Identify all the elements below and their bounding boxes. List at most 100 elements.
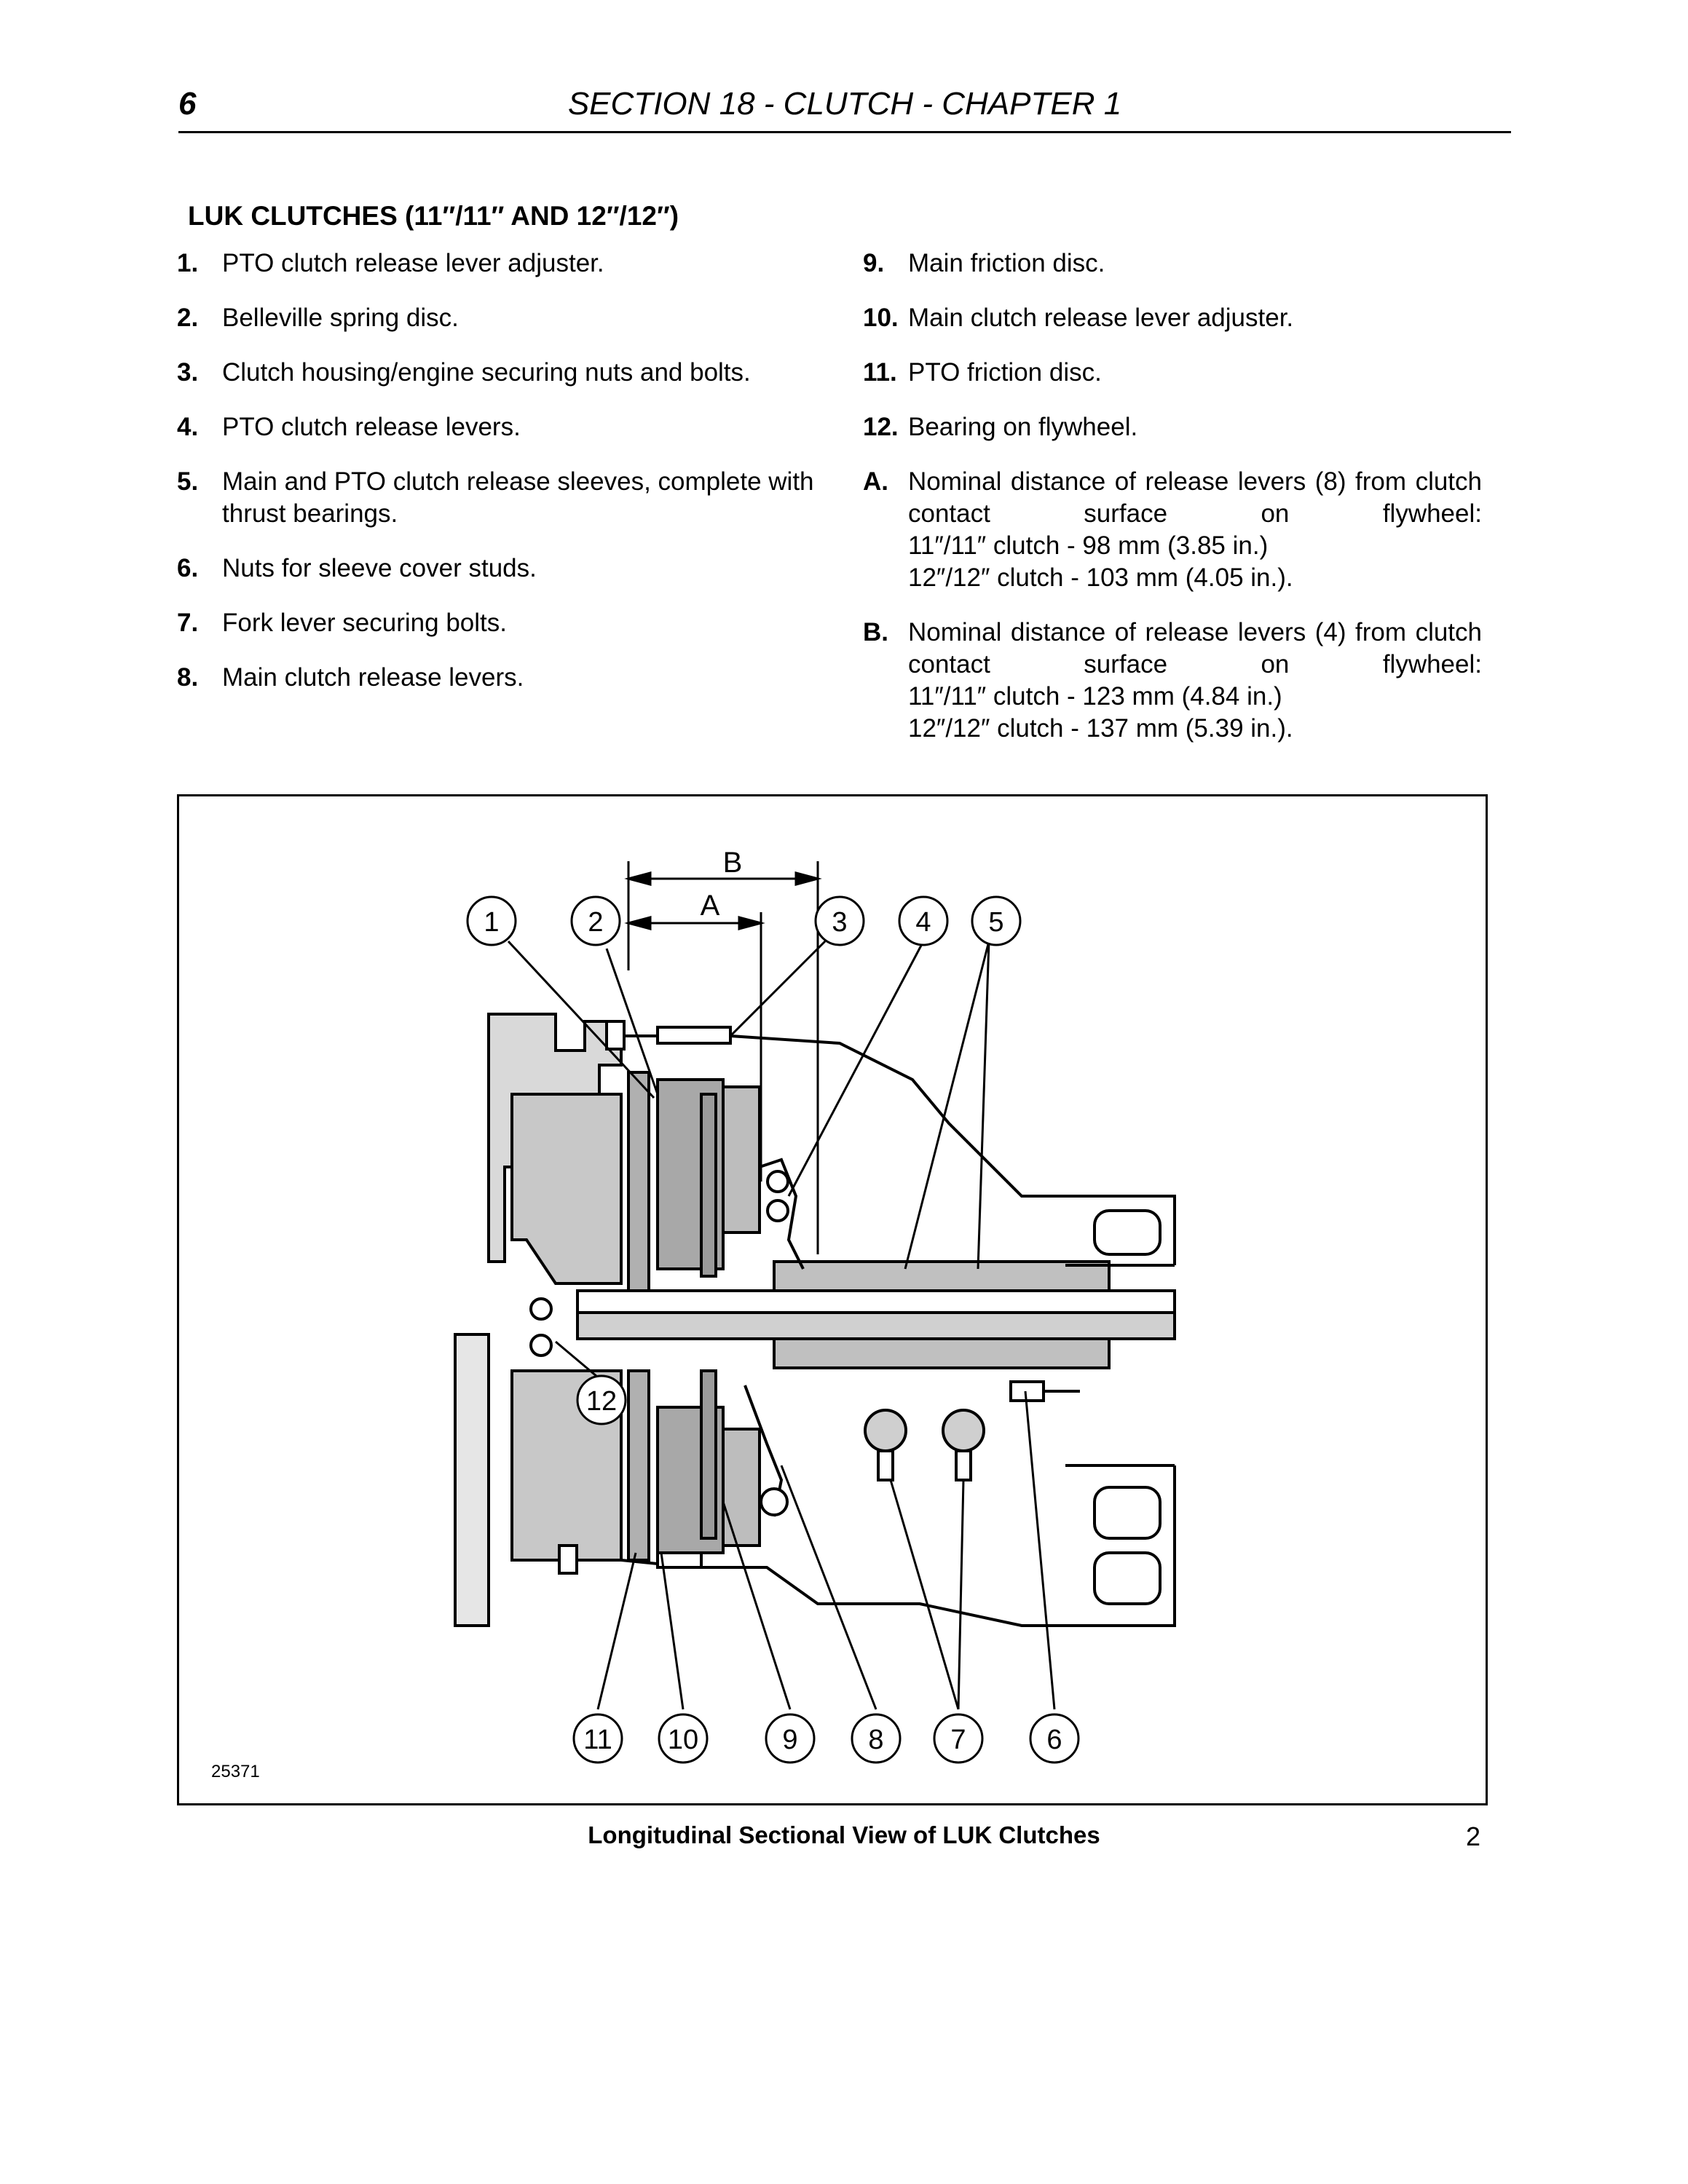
legend-item-text: Fork lever securing bolts.: [222, 609, 507, 637]
legend-item-text: Main and PTO clutch release sleeves, com…: [222, 467, 814, 528]
callout-label-9: 9: [782, 1725, 797, 1755]
housing-bolt: [656, 1026, 732, 1045]
legend-item: 11. PTO friction disc.: [863, 357, 1482, 389]
legend-item: 6. Nuts for sleeve cover studs.: [177, 553, 818, 585]
flywheel-bearing-upper: [529, 1297, 553, 1321]
legend-item-text: PTO friction disc.: [908, 358, 1102, 387]
figure-caption: Longitudinal Sectional View of LUK Clutc…: [588, 1821, 1100, 1848]
legend-item: 3. Clutch housing/engine securing nuts an…: [177, 357, 818, 389]
engine-face: [454, 1333, 490, 1627]
legend-item: 8. Main clutch release levers.: [177, 662, 818, 694]
legend-item: 2. Belleville spring disc.: [177, 302, 818, 334]
gearbox-window-2: [1093, 1486, 1162, 1540]
input-shaft-lower: [576, 1311, 1176, 1340]
legend-item-text: Belleville spring disc.: [222, 304, 459, 332]
legend-item-number: 12.: [863, 413, 899, 441]
legend-item-text: Nuts for sleeve cover studs.: [222, 554, 537, 582]
callout-11: [572, 1713, 623, 1764]
callout-12: [576, 1374, 627, 1425]
callout-label-12: 12: [586, 1386, 617, 1417]
page-number: 6: [178, 86, 197, 122]
release-sleeve: [773, 1260, 1111, 1292]
callout-3: [814, 895, 865, 946]
legend-item-number: 11.: [863, 358, 897, 387]
legend-item-text: Bearing on flywheel.: [908, 413, 1138, 441]
gearbox-window-3: [1093, 1551, 1162, 1605]
legend-item-text: PTO clutch release levers.: [222, 413, 521, 441]
callout-7: [933, 1713, 984, 1764]
legend-item-text: Nominal distance of release levers (8) f…: [908, 467, 1482, 528]
legend-item-text: Main clutch release levers.: [222, 663, 524, 692]
legend-item: 1. PTO clutch release lever adjuster.: [177, 248, 818, 280]
callout-9: [765, 1713, 816, 1764]
legend-item-number: 2.: [177, 304, 199, 332]
section-title: SECTION 18 - CLUTCH - CHAPTER 1: [567, 86, 1122, 122]
figure-id: 25371: [211, 1762, 260, 1781]
flywheel-upper: [510, 1093, 623, 1285]
figure-frame: B A: [177, 794, 1488, 1805]
callout-10: [658, 1713, 709, 1764]
callout-label-8: 8: [868, 1725, 883, 1755]
legend-item-number: 7.: [177, 609, 199, 637]
legend-item-number: 4.: [177, 413, 199, 441]
legend-item-spec: 11″/11″ clutch - 123 mm (4.84 in.): [908, 682, 1282, 711]
legend-item-text: Nominal distance of release levers (4) f…: [908, 618, 1482, 678]
gearbox-window-1: [1093, 1209, 1162, 1256]
callout-label-3: 3: [832, 907, 847, 938]
main-friction-disc-upper: [700, 1093, 717, 1278]
legend-item: 9. Main friction disc.: [863, 248, 1482, 280]
legend-item: 4. PTO clutch release levers.: [177, 411, 818, 443]
gearbox-housing: [1065, 1195, 1175, 1627]
legend-item-number: 3.: [177, 358, 199, 387]
release-sleeve-lower: [773, 1337, 1111, 1369]
callout-8: [851, 1713, 902, 1764]
legend-item: 12. Bearing on flywheel.: [863, 411, 1482, 443]
pto-release-lever: [759, 1158, 805, 1270]
callout-label-11: 11: [583, 1725, 612, 1755]
legend-item-spec: 11″/11″ clutch - 98 mm (3.85 in.): [908, 531, 1269, 560]
callout-label-10: 10: [668, 1725, 698, 1755]
legend-item-text: Clutch housing/engine securing nuts and …: [222, 358, 751, 387]
leader-lines: [507, 940, 1056, 1710]
legend-item-spec: 12″/12″ clutch - 137 mm (5.39 in.).: [908, 714, 1293, 743]
legend-item-number: 1.: [177, 249, 199, 277]
legend-item-text: Main friction disc.: [908, 249, 1105, 277]
legend-item: 5. Main and PTO clutch release sleeves, c…: [177, 466, 818, 530]
dimension-label-b: B: [723, 847, 743, 879]
callout-label-2: 2: [588, 907, 603, 938]
main-friction-disc-lower: [700, 1369, 717, 1540]
legend-item-number: 6.: [177, 554, 199, 582]
callout-circles: [466, 895, 1080, 1764]
sleeve-stud-nut: [1009, 1380, 1045, 1402]
fork-bolt-2: [942, 1409, 985, 1452]
clutch-section-diagram: B A: [454, 847, 1176, 1764]
legend-item-number: 5.: [177, 467, 199, 496]
list-heading: LUK CLUTCHES (11″/11″ AND 12″/12″): [188, 201, 679, 231]
callout-5: [971, 895, 1022, 946]
callout-4: [898, 895, 949, 946]
flywheel-bearing-lower: [529, 1334, 553, 1357]
clutch-cover-lower: [722, 1428, 761, 1547]
legend-item-number: A.: [863, 467, 888, 496]
callout-1: [466, 895, 517, 946]
legend-item: 10.Main clutch release lever adjuster.: [863, 302, 1482, 334]
fork-bolt-1: [864, 1409, 907, 1452]
flywheel-housing: [487, 1013, 623, 1263]
legend-item: 7. Fork lever securing bolts.: [177, 607, 818, 639]
legend-item-text: PTO clutch release lever adjuster.: [222, 249, 604, 277]
callout-label-1: 1: [484, 907, 499, 938]
legend-item-number: 9.: [863, 249, 885, 277]
legend-item: B.Nominal distance of release levers (4)…: [863, 617, 1482, 745]
dimension-label-a: A: [701, 890, 720, 922]
legend-item-number: 10.: [863, 304, 899, 332]
callout-6: [1029, 1713, 1080, 1764]
clutch-cover-upper: [722, 1085, 761, 1234]
page-header: 6 SECTION 18 - CLUTCH - CHAPTER 1: [178, 86, 1511, 130]
figure-number: 2: [1466, 1821, 1481, 1851]
callout-label-5: 5: [988, 907, 1003, 938]
pto-friction-disc: [627, 1071, 650, 1292]
legend-item-number: 8.: [177, 663, 199, 692]
callout-2: [570, 895, 621, 946]
header-rule: [178, 131, 1511, 133]
callout-label-6: 6: [1046, 1725, 1062, 1755]
